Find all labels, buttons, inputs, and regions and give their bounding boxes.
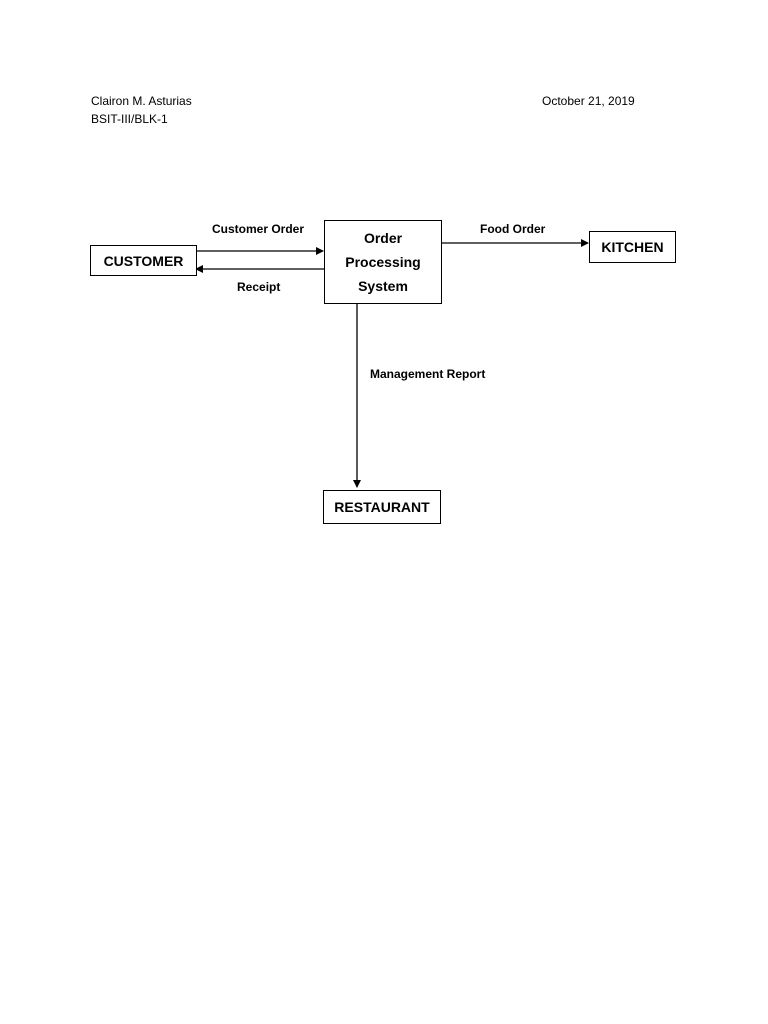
restaurant-label: RESTAURANT [334, 499, 430, 515]
restaurant-entity: RESTAURANT [323, 490, 441, 524]
customer-label: CUSTOMER [103, 252, 184, 269]
kitchen-label: KITCHEN [601, 239, 664, 255]
process-label-line2: Processing [345, 254, 421, 270]
process-label-line1: Order [363, 230, 403, 246]
order-processing-system-process: Order Processing System [324, 220, 442, 304]
author-name: Clairon M. Asturias [91, 94, 192, 108]
section-code: BSIT-III/BLK-1 [91, 112, 168, 126]
document-date: October 21, 2019 [542, 94, 635, 108]
process-label-line3: System [358, 278, 408, 294]
food-order-label: Food Order [480, 222, 546, 236]
kitchen-entity: KITCHEN [589, 231, 676, 263]
customer-order-label: Customer Order [212, 222, 305, 236]
customer-entity: CUSTOMER [90, 245, 197, 276]
management-report-label: Management Report [370, 367, 486, 381]
receipt-label: Receipt [237, 280, 281, 294]
